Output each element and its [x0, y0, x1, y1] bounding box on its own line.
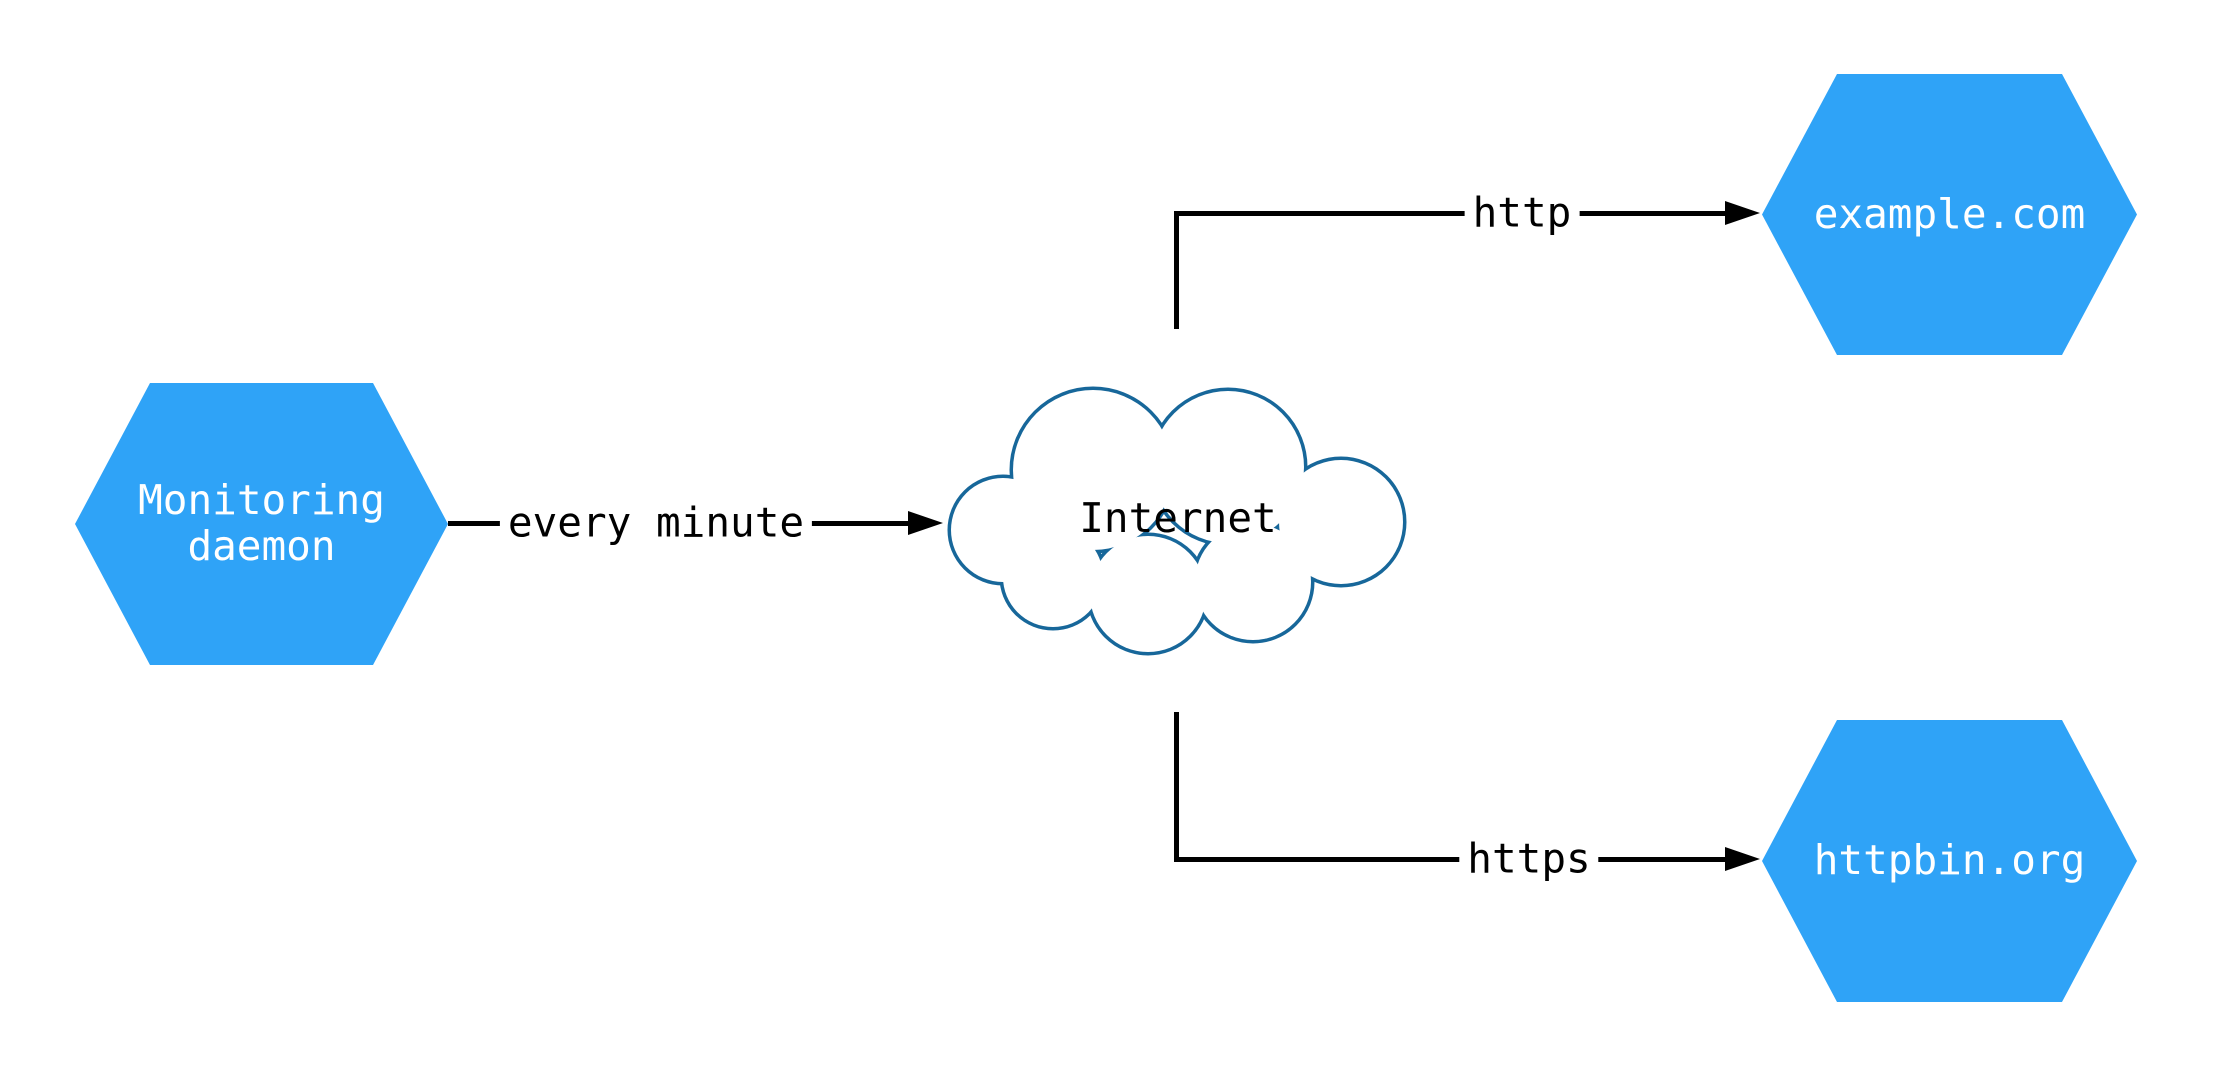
arrowhead-icon [1725, 201, 1760, 225]
edge-http-line-horizontal [1174, 211, 1727, 216]
arrowhead-icon [1725, 847, 1760, 871]
edge-label-every-minute: every minute [499, 500, 813, 546]
node-internet: Internet [943, 382, 1413, 658]
node-monitoring-daemon-label: Monitoring daemon [138, 476, 385, 570]
edge-label-http: http [1464, 190, 1580, 236]
edge-label-https: https [1459, 836, 1599, 882]
node-httpbin-org-label: httpbin.org [1813, 836, 2086, 885]
node-example-com-label: example.com [1813, 189, 2086, 238]
node-example-com: example.com [1762, 74, 2137, 355]
edge-https-line-vertical [1174, 712, 1179, 862]
node-httpbin-org: httpbin.org [1762, 720, 2137, 1002]
node-monitoring-daemon: Monitoring daemon [75, 383, 448, 665]
edge-http-line-vertical [1174, 211, 1179, 329]
edge-https-line-horizontal [1174, 857, 1727, 862]
arrowhead-icon [908, 511, 943, 535]
node-internet-label: Internet [1079, 494, 1277, 543]
cloud-icon [947, 386, 1407, 656]
